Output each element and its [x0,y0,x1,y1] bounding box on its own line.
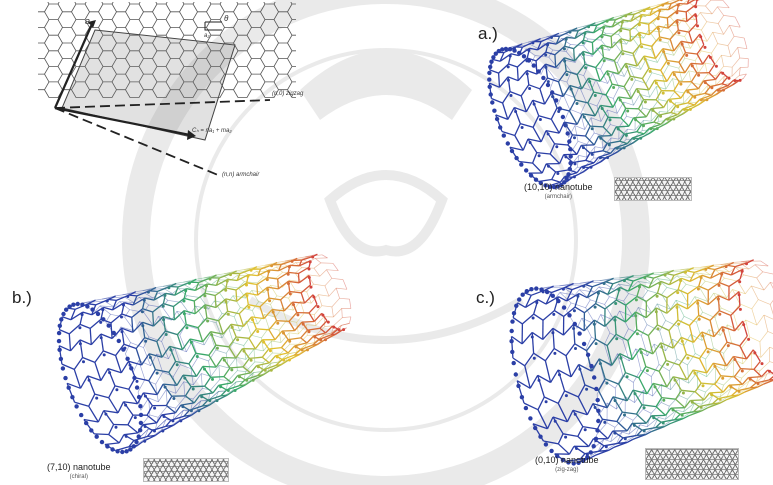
panel-c-name: (0,10) nanotube [535,455,599,465]
panel-b-letter: b.) [12,288,32,308]
panel-c-sheet-swatch [645,448,739,480]
panel-c-letter: c.) [476,288,495,308]
lattice-label-armchair: (n,n) armchair [222,172,259,178]
panel-c-type: (zig-zag) [535,465,599,475]
lattice-label-a2: a₂ [204,33,210,39]
panel-a-caption: (10,10) nanotube (armchair) [524,182,593,202]
panel-c-caption: (0,10) nanotube (zig-zag) [535,455,599,475]
panel-b-sheet-swatch [143,458,229,482]
panel-a-name: (10,10) nanotube [524,182,593,192]
lattice-label-zigzag: (n,0) zigzag [272,91,303,97]
panel-a-letter: a.) [478,24,498,44]
panel-b-name: (7,10) nanotube [47,462,111,472]
panel-b-type: (chiral) [47,472,111,482]
lattice-label-chiral: Cₕ = na₁ + ma₂ [192,127,232,134]
lattice-label-theta: θ [224,14,228,23]
panel-a-sheet-swatch [614,177,692,201]
lattice-label-a: a [85,16,90,26]
panel-b-caption: (7,10) nanotube (chiral) [47,462,111,482]
panel-a-type: (armchair) [524,192,593,202]
